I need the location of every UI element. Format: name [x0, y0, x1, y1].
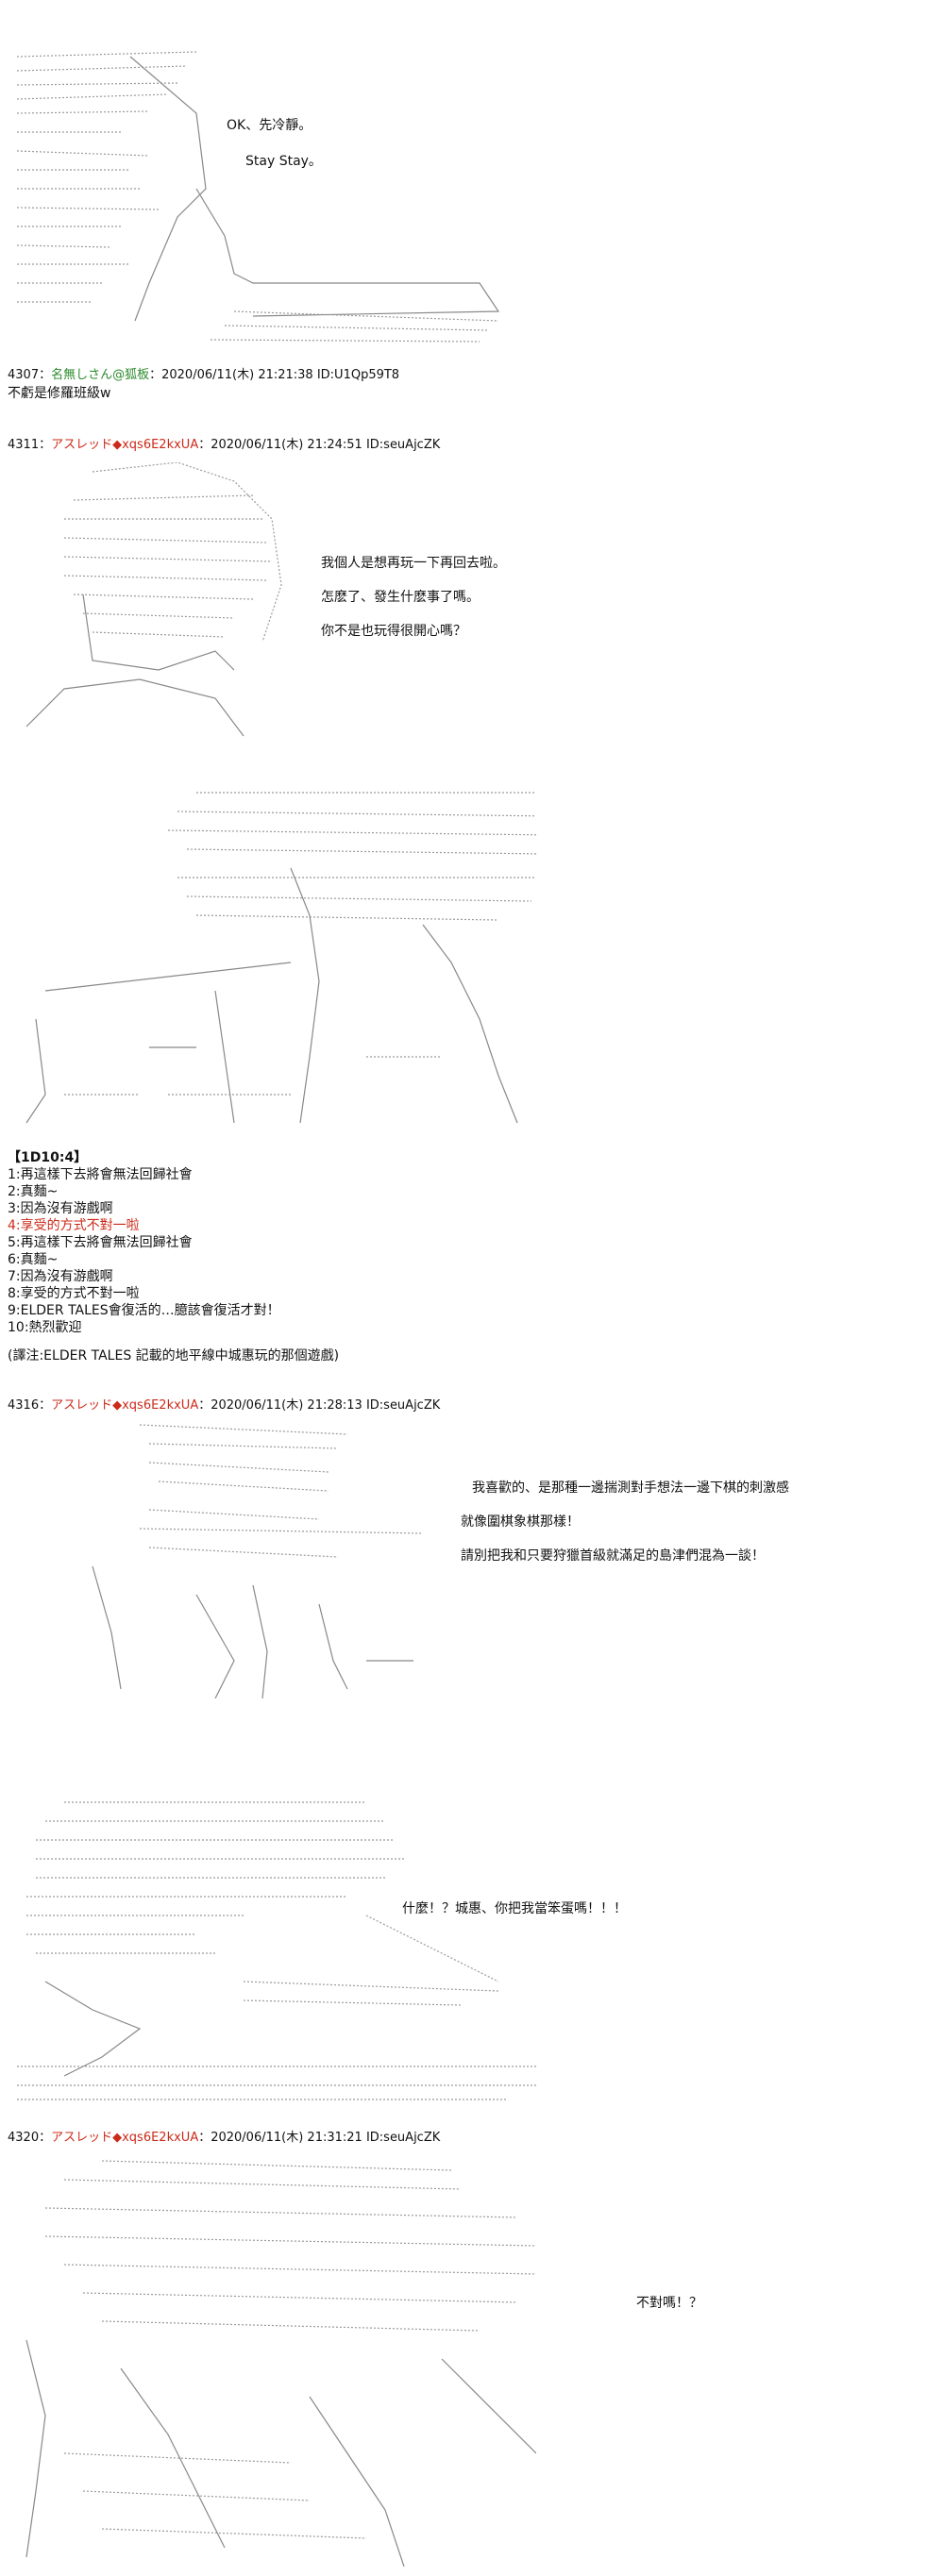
dialog-line: 就像圍棋象棋那樣！ — [461, 1514, 580, 1530]
dialog-line: 什麼！？城惠、你把我當笨蛋嗎！！！ — [402, 1901, 627, 1916]
translator-note: (譯注:ELDER TALES 記載的地平線中城惠玩的那個遊戲) — [8, 1348, 340, 1363]
dialog-line: 不對嗎！？ — [636, 2296, 702, 2311]
dialog-line: 怎麽了、發生什麽事了嗎。 — [321, 590, 480, 605]
post-meta: ：2020/06/11(木) 21:31:21 ID:seuAjcZK — [198, 2131, 441, 2145]
post-header: 4307：名無しさん@狐板：2020/06/11(木) 21:21:38 ID:… — [8, 364, 399, 382]
post-meta: ：2020/06/11(木) 21:24:51 ID:seuAjcZK — [198, 438, 441, 452]
ascii-art-scene-5 — [8, 1793, 536, 2104]
ascii-art-scene-4 — [8, 1415, 536, 1698]
post-number: 4316： — [8, 1398, 52, 1413]
dialog-line: 請別把我和只要狩獵首級就滿足的島津們混為一談！ — [461, 1548, 765, 1564]
ascii-art-scene-2 — [8, 462, 536, 745]
roll-title: 【1D10:4】 — [8, 1150, 88, 1165]
poster-name[interactable]: 名無しさん@狐板 — [51, 368, 150, 382]
roll-option: 3:因為沒有游戲啊 — [8, 1201, 113, 1216]
post-header: 4311：アスレッド◆xqs6E2kxUA：2020/06/11(木) 21:2… — [8, 434, 440, 452]
roll-option: 7:因為沒有游戲啊 — [8, 1269, 113, 1284]
poster-trip: ◆xqs6E2kxUA — [112, 2131, 199, 2145]
post-body: 不虧是修羅班級w — [8, 386, 111, 401]
poster-name[interactable]: アスレッド — [51, 2131, 113, 2145]
roll-option-selected: 4:享受的方式不對一啦 — [8, 1218, 140, 1233]
ascii-art-scene-3 — [8, 774, 536, 1142]
dice-roll-list: 【1D10:4】 1:再這樣下去將會無法回歸社會 2:真麵~ 3:因為沒有游戲啊… — [8, 1149, 280, 1336]
roll-option: 2:真麵~ — [8, 1184, 59, 1199]
dialog-line: 你不是也玩得很開心嗎？ — [321, 624, 466, 639]
roll-option: 1:再這樣下去將會無法回歸社會 — [8, 1167, 193, 1182]
post-header: 4320：アスレッド◆xqs6E2kxUA：2020/06/11(木) 21:3… — [8, 2127, 440, 2145]
post-meta: ：2020/06/11(木) 21:28:13 ID:seuAjcZK — [198, 1398, 441, 1413]
dialog-line: 我個人是想再玩一下再回去啦。 — [321, 556, 506, 571]
poster-trip: ◆xqs6E2kxUA — [112, 438, 199, 452]
post-number: 4320： — [8, 2131, 52, 2145]
dialog-line: 我喜歡的、是那種一邊揣測對手想法一邊下棋的刺激感 — [472, 1480, 789, 1496]
roll-option: 9:ELDER TALES會復活的…臆該會復活才對！ — [8, 1303, 280, 1318]
roll-option: 10:熱烈歡迎 — [8, 1320, 82, 1335]
post-number: 4311： — [8, 438, 52, 452]
dialog-line: Stay Stay。 — [245, 154, 322, 169]
poster-name[interactable]: アスレッド — [51, 438, 113, 452]
ascii-art-scene-1 — [8, 0, 536, 349]
roll-option: 8:享受的方式不對一啦 — [8, 1286, 140, 1301]
post-meta: ：2020/06/11(木) 21:21:38 ID:U1Qp59T8 — [149, 368, 400, 382]
dialog-line: OK、先冷靜。 — [227, 118, 312, 133]
post-header: 4316：アスレッド◆xqs6E2kxUA：2020/06/11(木) 21:2… — [8, 1395, 440, 1413]
poster-name[interactable]: アスレッド — [51, 1398, 113, 1413]
roll-option: 6:真麵~ — [8, 1252, 59, 1267]
poster-trip: ◆xqs6E2kxUA — [112, 1398, 199, 1413]
post-number: 4307： — [8, 368, 52, 382]
roll-option: 5:再這樣下去將會無法回歸社會 — [8, 1235, 193, 1250]
ascii-art-scene-6 — [8, 2151, 536, 2567]
